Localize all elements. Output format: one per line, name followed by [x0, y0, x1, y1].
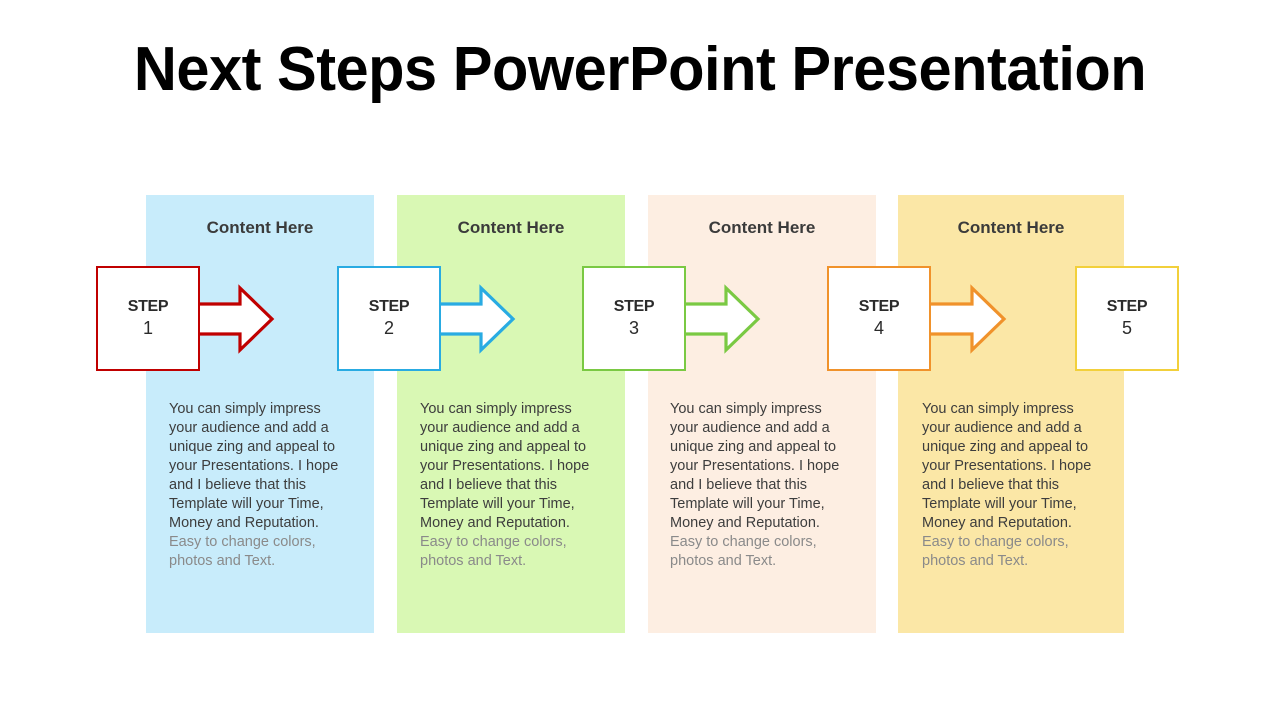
column-header-2: Content Here: [457, 218, 565, 237]
step-box-4[interactable]: STEP 4: [827, 266, 931, 371]
column-body-1: You can simply impress your audience and…: [169, 400, 347, 571]
page-title: Next Steps PowerPoint Presentation: [133, 35, 1147, 104]
column-header-4: Content Here: [957, 218, 1065, 237]
step-arrow-3: [680, 284, 761, 354]
column-body-3: You can simply impress your audience and…: [670, 400, 848, 571]
step-label-5: STEP: [1106, 298, 1148, 316]
column-body-muted-4: Easy to change colors, photos and Text.: [922, 534, 1069, 569]
step-number-5: 5: [1121, 318, 1132, 339]
step-label-3: STEP: [613, 298, 655, 316]
column-body-main-4: You can simply impress your audience and…: [922, 401, 1092, 531]
step-number-1: 1: [142, 318, 153, 339]
column-body-main-3: You can simply impress your audience and…: [670, 401, 840, 531]
column-body-main-2: You can simply impress your audience and…: [420, 401, 590, 531]
step-label-1: STEP: [127, 298, 169, 316]
step-number-4: 4: [873, 318, 884, 339]
column-body-muted-3: Easy to change colors, photos and Text.: [670, 534, 817, 569]
step-number-3: 3: [628, 318, 639, 339]
step-box-2[interactable]: STEP 2: [337, 266, 441, 371]
step-arrow-4: [926, 284, 1007, 354]
column-body-2: You can simply impress your audience and…: [420, 400, 598, 571]
step-label-4: STEP: [858, 298, 900, 316]
step-arrow-2: [435, 284, 516, 354]
column-header-1: Content Here: [206, 218, 314, 237]
column-body-muted-1: Easy to change colors, photos and Text.: [169, 534, 316, 569]
column-header-3: Content Here: [708, 218, 816, 237]
column-body-main-1: You can simply impress your audience and…: [169, 401, 339, 531]
column-body-4: You can simply impress your audience and…: [922, 400, 1104, 571]
step-label-2: STEP: [368, 298, 410, 316]
step-box-3[interactable]: STEP 3: [582, 266, 686, 371]
step-box-1[interactable]: STEP 1: [96, 266, 200, 371]
step-number-2: 2: [383, 318, 394, 339]
step-arrow-1: [194, 284, 275, 354]
column-body-muted-2: Easy to change colors, photos and Text.: [420, 534, 567, 569]
step-box-5[interactable]: STEP 5: [1075, 266, 1179, 371]
